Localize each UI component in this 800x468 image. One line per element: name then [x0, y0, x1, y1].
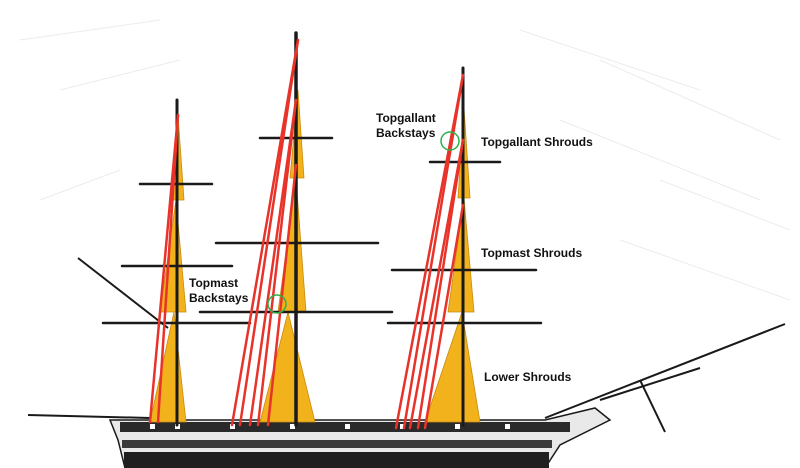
label-topgallant-shrouds: Topgallant Shrouds	[481, 135, 593, 149]
topmast-backstays-marker	[267, 294, 287, 314]
yards	[101, 136, 543, 325]
background-sketch	[19, 19, 791, 301]
ship-hull	[27, 257, 786, 468]
backstays	[148, 38, 465, 430]
label-topgallant-backstays-line1: Topgallant	[376, 111, 436, 125]
topgallant-shrouds	[169, 89, 471, 201]
label-topgallant-backstays: Topgallant Backstays	[376, 111, 436, 141]
lower-shrouds	[149, 311, 481, 423]
label-lower-shrouds: Lower Shrouds	[484, 370, 572, 384]
label-topmast-shrouds: Topmast Shrouds	[481, 246, 583, 260]
topgallant-backstays-marker	[440, 131, 460, 151]
highlight-circles	[267, 131, 460, 314]
label-topmast-backstays-line2: Backstays	[189, 291, 249, 305]
label-topgallant-backstays-line2: Backstays	[376, 126, 436, 140]
masts	[175, 31, 465, 427]
label-topmast-backstays: Topmast Backstays	[189, 276, 248, 306]
label-topmast-backstays-line1: Topmast	[189, 276, 239, 290]
